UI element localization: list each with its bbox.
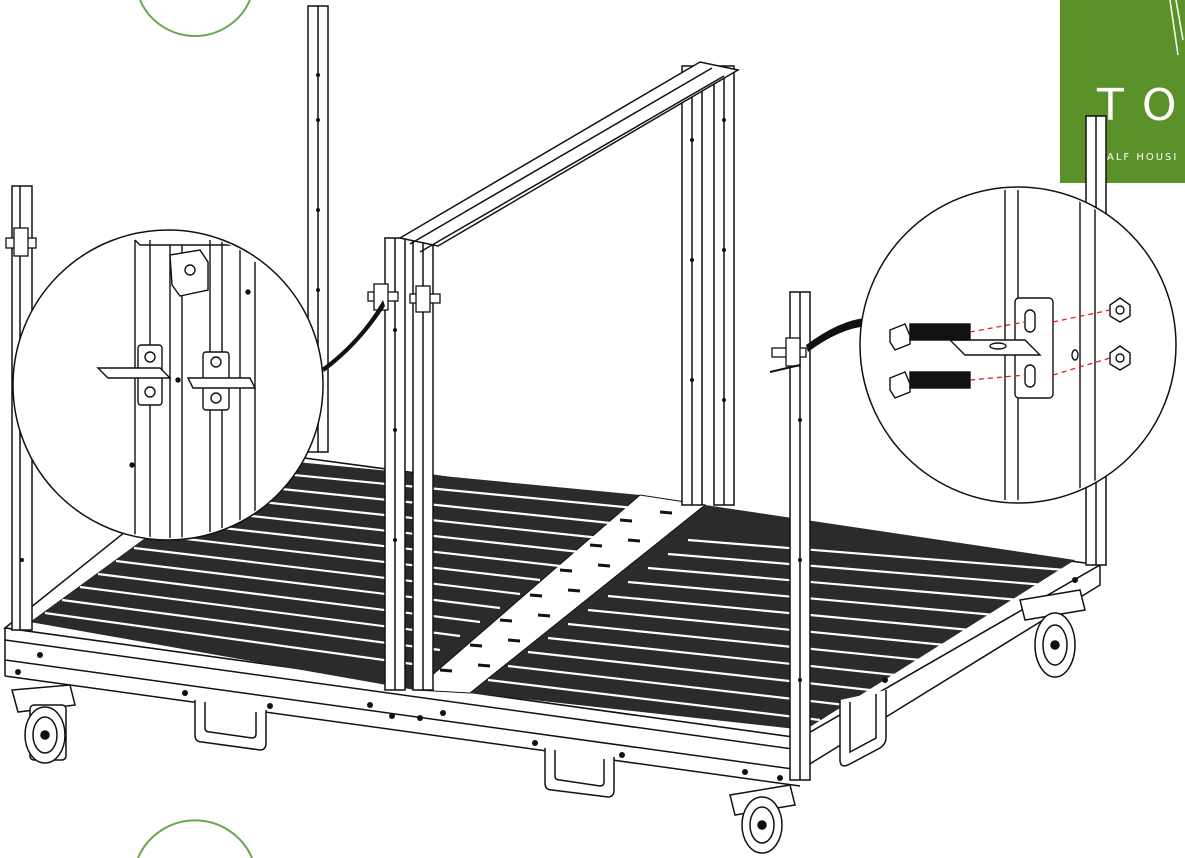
caster-back-right	[1019, 589, 1086, 678]
logo-subtitle: CALF HOUSI	[1098, 152, 1178, 163]
upright-posts	[11, 5, 1107, 781]
leader-lines	[322, 300, 868, 372]
brand-logo: TOP CALF HOUSI	[1060, 0, 1185, 183]
post-front-right	[789, 291, 811, 781]
leader-right	[806, 318, 868, 352]
center-plank	[413, 494, 707, 694]
detail-circle-left	[12, 229, 324, 541]
leader-left	[322, 300, 385, 372]
post-brackets	[5, 227, 807, 373]
caster-front-center	[729, 784, 796, 854]
caster-wheels	[11, 589, 1086, 854]
post-center-front	[384, 237, 434, 691]
top-circle-marker	[139, 0, 251, 38]
caster-front-left	[11, 684, 76, 764]
post-back-center	[681, 65, 735, 506]
logo-title: TOP	[1096, 80, 1185, 131]
detail-circle-right	[859, 186, 1177, 504]
plank-holes	[439, 510, 673, 673]
top-crossbar	[397, 61, 741, 253]
edge-bolts	[15, 577, 1078, 781]
grate-right	[470, 505, 1075, 730]
carry-handles	[194, 690, 887, 798]
bottom-circle-marker	[137, 819, 253, 858]
